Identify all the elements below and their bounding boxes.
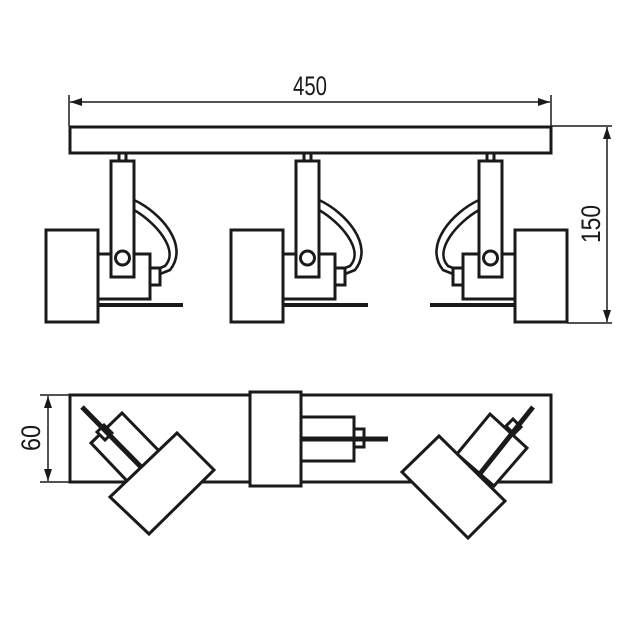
rail-bar	[68, 125, 553, 155]
spot-left-top	[80, 405, 217, 537]
top-view: 60	[16, 390, 553, 541]
spot-middle-top	[248, 390, 388, 488]
spot-middle-front	[229, 151, 368, 324]
spot-right-front	[430, 151, 569, 324]
front-view: 450 150	[44, 71, 612, 324]
depth-dimension: 60	[16, 394, 70, 483]
depth-label: 60	[16, 425, 46, 451]
height-label: 150	[576, 205, 606, 243]
height-dimension: 150	[552, 125, 612, 324]
width-label: 450	[293, 71, 327, 101]
width-dimension: 450	[68, 71, 552, 126]
spot-left-front	[44, 151, 183, 324]
spot-right-top	[399, 405, 535, 541]
